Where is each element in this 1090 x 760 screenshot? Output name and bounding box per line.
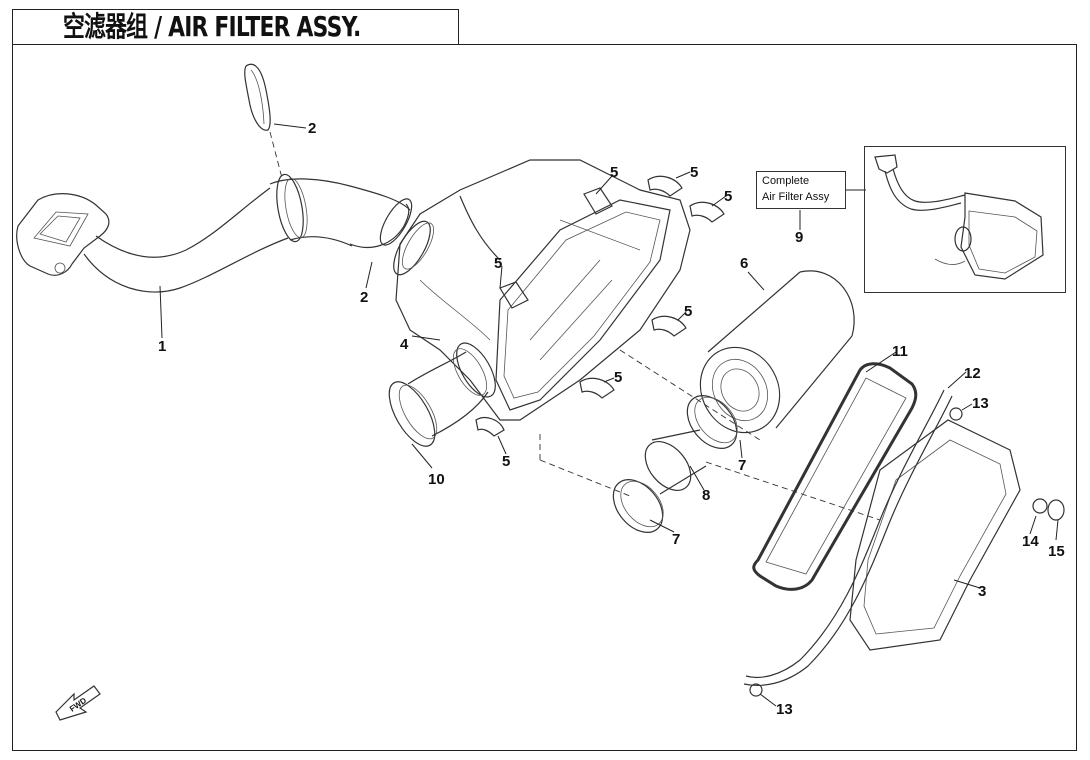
callout-labels: 2 1 2 4 5 5 5 5 5 5 5 6 7 7 8 9 10 11 12… [158, 120, 1065, 718]
callout-5c: 5 [724, 188, 732, 205]
part-11-gasket [752, 362, 918, 591]
callout-12: 12 [964, 365, 981, 382]
callout-7b: 7 [672, 531, 680, 548]
callout-10: 10 [428, 471, 445, 488]
clip-parts [475, 175, 725, 437]
page-title: 空滤器组 / AIR FILTER ASSY. [63, 10, 361, 43]
callout-7a: 7 [738, 457, 746, 474]
callout-13a: 13 [972, 395, 989, 412]
part-2-upper-seal [244, 63, 271, 131]
callout-6: 6 [740, 255, 748, 272]
callout-9: 9 [795, 229, 803, 246]
complete-assy-inset-image [864, 146, 1066, 293]
callout-2-lower: 2 [360, 289, 368, 306]
callout-5e: 5 [684, 303, 692, 320]
drawing-frame [12, 44, 1077, 751]
part-12-hose [743, 389, 953, 687]
part-6-filter-element [699, 270, 855, 434]
complete-assy-reference-label: Complete Air Filter Assy [756, 171, 846, 209]
callout-1: 1 [158, 338, 166, 355]
callout-15: 15 [1048, 543, 1065, 560]
part-10-duct [388, 342, 496, 447]
part-3-cover [849, 419, 1021, 651]
callout-5b: 5 [690, 164, 698, 181]
assembly-thumbnail [874, 154, 1044, 280]
reference-line-2: Air Filter Assy [762, 191, 830, 203]
callout-11: 11 [892, 343, 908, 360]
callout-5f: 5 [614, 369, 622, 386]
callout-2-upper: 2 [308, 120, 316, 137]
callout-13b: 13 [776, 701, 793, 718]
callout-5g: 5 [502, 453, 510, 470]
part-1-intake-tube [16, 173, 413, 293]
air-box-housing [395, 159, 691, 421]
callout-5d: 5 [494, 255, 502, 272]
callout-5a: 5 [610, 164, 618, 181]
part-2-lower-seal [393, 220, 435, 276]
fwd-arrow-icon: FWD [55, 685, 101, 721]
callout-8: 8 [702, 487, 710, 504]
callout-4: 4 [400, 336, 409, 353]
part-7-8-sleeve-clamps [612, 395, 738, 533]
reference-line-1: Complete [762, 175, 810, 187]
hose-clamps-13-14-15 [749, 407, 1065, 697]
title-box: 空滤器组 / AIR FILTER ASSY. [12, 9, 459, 45]
callout-3: 3 [978, 583, 986, 600]
callout-14: 14 [1022, 533, 1039, 550]
leader-lines [159, 123, 1059, 707]
